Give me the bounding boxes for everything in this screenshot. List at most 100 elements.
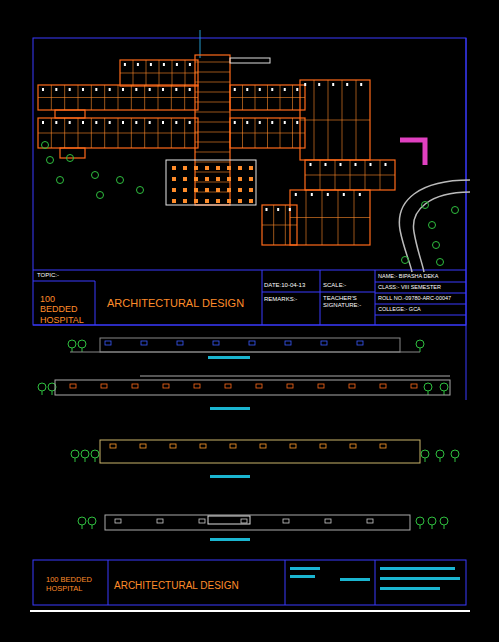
bed xyxy=(327,193,329,196)
table xyxy=(194,188,198,192)
window xyxy=(140,444,146,448)
bed xyxy=(137,63,139,66)
bed xyxy=(175,88,177,91)
elevation-openings xyxy=(70,341,417,523)
tree-trunk xyxy=(455,458,456,462)
bed xyxy=(360,83,362,86)
bed xyxy=(259,88,261,91)
title-block-text: COLLEGE:- GCA xyxy=(378,306,421,312)
title-block-text: SCALE:- xyxy=(323,282,346,289)
tree xyxy=(452,207,459,214)
bed xyxy=(95,88,97,91)
window xyxy=(141,341,147,345)
tree-trunk xyxy=(92,525,93,529)
table xyxy=(227,188,231,192)
covered-walkway xyxy=(400,140,425,165)
window xyxy=(213,341,219,345)
window xyxy=(249,341,255,345)
bed xyxy=(163,63,165,66)
partition xyxy=(195,172,230,173)
tree-trunk xyxy=(95,458,96,462)
elevation-tree xyxy=(421,450,429,458)
table xyxy=(194,199,198,203)
table xyxy=(249,166,253,170)
table xyxy=(205,166,209,170)
bed xyxy=(175,121,177,124)
elevation-tree xyxy=(71,450,79,458)
partition xyxy=(195,122,230,123)
access-road xyxy=(399,180,470,272)
bed xyxy=(109,121,111,124)
window xyxy=(380,384,386,388)
bed xyxy=(234,88,236,91)
corridor-wall xyxy=(300,120,370,121)
corridor-wall xyxy=(38,97,198,98)
bed xyxy=(42,121,44,124)
tree xyxy=(57,177,64,184)
window xyxy=(411,384,417,388)
corridor-wall xyxy=(305,175,395,176)
bed xyxy=(122,88,124,91)
tree-trunk xyxy=(440,458,441,462)
partition xyxy=(195,92,230,93)
title-block-text: ARCHITECTURAL DESIGN xyxy=(107,297,244,310)
table xyxy=(249,199,253,203)
table xyxy=(183,177,187,181)
window xyxy=(367,519,373,523)
bed xyxy=(296,121,298,124)
bed xyxy=(325,163,327,166)
corridor-wall xyxy=(290,217,370,218)
bed xyxy=(296,88,298,91)
tree-trunk xyxy=(420,348,421,352)
elevation-tree xyxy=(91,450,99,458)
bed xyxy=(343,193,345,196)
window xyxy=(256,384,262,388)
room-partitions xyxy=(38,60,395,245)
sheet-frame xyxy=(33,38,466,605)
table xyxy=(194,177,198,181)
table xyxy=(227,199,231,203)
tree-trunk xyxy=(444,391,445,395)
tree xyxy=(97,192,104,199)
title-block-text: CLASS:- VIII SEMESTER xyxy=(378,284,441,290)
window xyxy=(157,519,163,523)
tree xyxy=(117,177,124,184)
table xyxy=(249,188,253,192)
title-block-text: ROLL NO.-09780-ARC-00047 xyxy=(378,295,451,301)
tree xyxy=(92,172,99,179)
window xyxy=(350,444,356,448)
window xyxy=(320,444,326,448)
partition xyxy=(195,152,230,153)
window xyxy=(177,341,183,345)
partition xyxy=(195,102,230,103)
bed xyxy=(332,83,334,86)
bed xyxy=(304,83,306,86)
furniture xyxy=(42,63,387,211)
landscape-trees xyxy=(38,142,459,530)
partition xyxy=(195,72,230,73)
elevation-tree xyxy=(416,517,424,525)
tree-trunk xyxy=(52,391,53,395)
elevation-tree xyxy=(436,450,444,458)
bed xyxy=(310,163,312,166)
service-line xyxy=(200,30,201,58)
bed xyxy=(55,121,57,124)
table xyxy=(238,177,242,181)
window xyxy=(200,444,206,448)
elevation-tree xyxy=(424,383,432,391)
bed xyxy=(355,163,357,166)
tree xyxy=(422,202,429,209)
bed xyxy=(271,88,273,91)
corridor-wall xyxy=(230,97,305,98)
window xyxy=(163,384,169,388)
bed xyxy=(176,63,178,66)
bed xyxy=(69,121,71,124)
window xyxy=(225,384,231,388)
bed xyxy=(149,88,151,91)
partition xyxy=(195,132,230,133)
elevation-tree xyxy=(416,340,424,348)
bed xyxy=(271,121,273,124)
partition xyxy=(195,192,230,193)
table xyxy=(216,199,220,203)
